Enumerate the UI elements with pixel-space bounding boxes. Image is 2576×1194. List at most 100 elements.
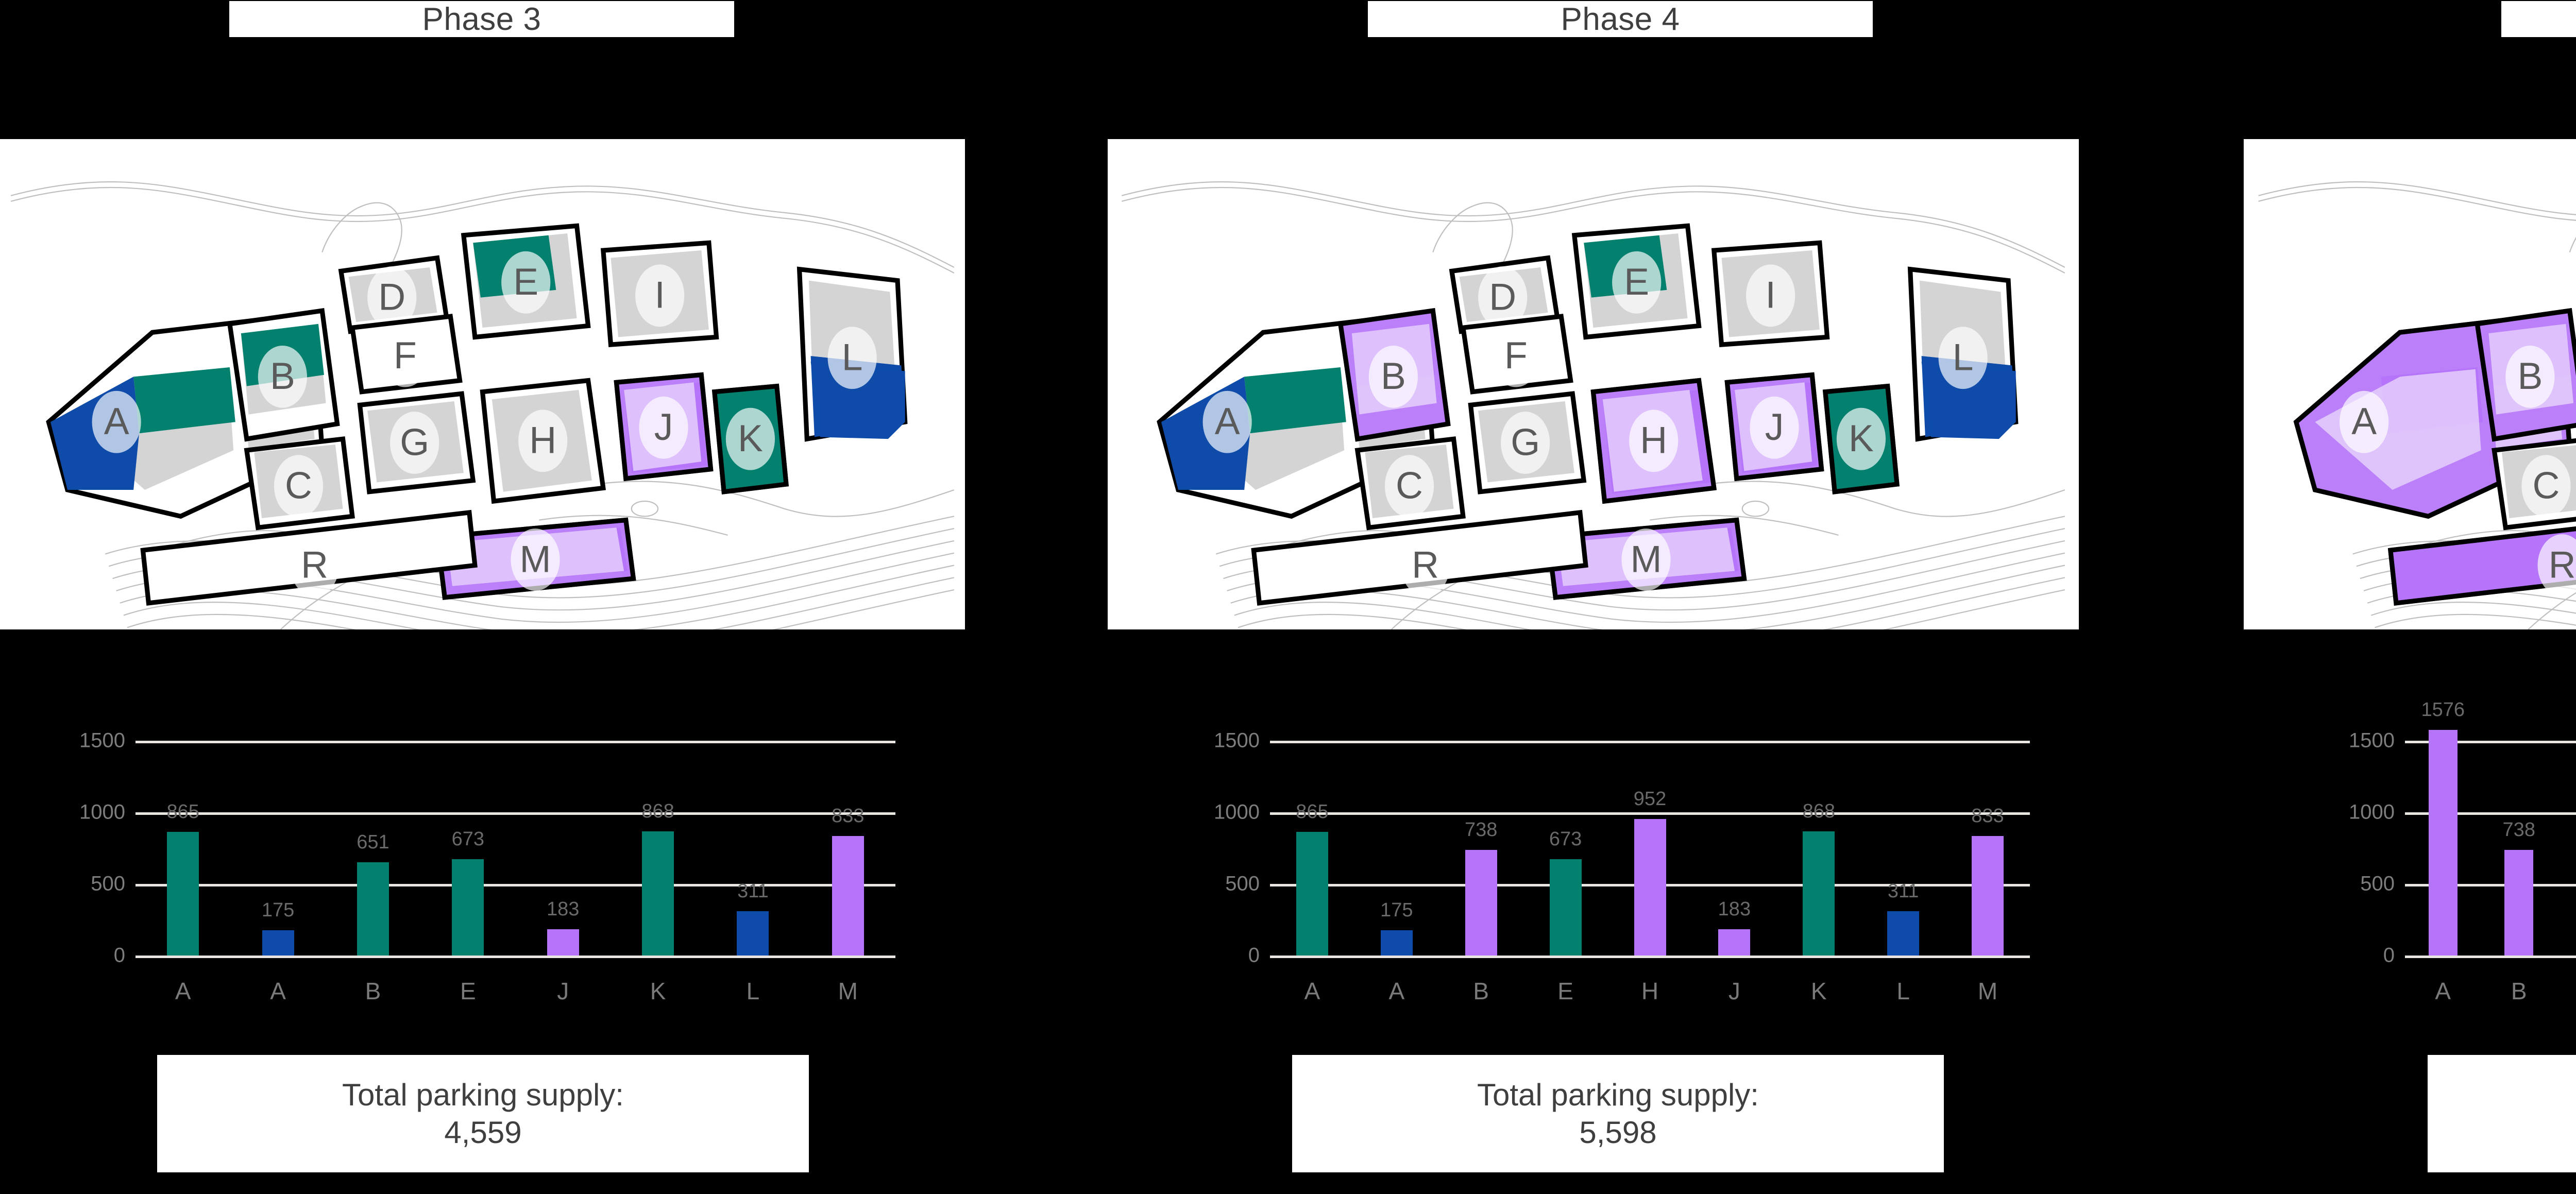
map-block-r[interactable]: R <box>2387 513 2576 606</box>
bar-K-6[interactable] <box>1803 831 1835 956</box>
map-block-g[interactable]: G <box>1468 391 1587 494</box>
bar-J-5[interactable] <box>1718 929 1751 956</box>
map-block-label-h: H <box>1640 419 1667 462</box>
bar-K-5[interactable] <box>642 831 674 956</box>
bar-value-label-7: 833 <box>832 805 865 827</box>
bar-A-1[interactable] <box>1380 930 1413 956</box>
map-block-j[interactable]: J <box>1724 372 1824 482</box>
map-block-label-l: L <box>842 336 863 379</box>
bar-value-label-3: 673 <box>1549 828 1582 850</box>
x-axis-label-2: E <box>2549 977 2576 1005</box>
phase-3-title: Phase 3 <box>422 1 541 37</box>
x-axis-label-4: J <box>557 978 569 1004</box>
bar-L-7[interactable] <box>1887 911 1920 956</box>
map-block-i[interactable]: I <box>1711 240 1830 347</box>
map-block-label-c: C <box>2533 465 2560 507</box>
map-block-label-c: C <box>1396 465 1423 507</box>
bar-value-label-1: 175 <box>261 899 295 922</box>
x-axis-label-5: K <box>650 978 666 1004</box>
bar-value-label-2: 651 <box>357 831 389 854</box>
map-block-label-r: R <box>301 543 328 586</box>
map-block-b[interactable]: B <box>227 308 340 442</box>
x-axis-label-0: A <box>1304 978 1320 1004</box>
map-block-b[interactable]: B <box>2475 308 2576 442</box>
map-block-k[interactable]: K <box>711 383 789 494</box>
map-block-m[interactable]: M <box>434 517 636 600</box>
map-block-c[interactable]: C <box>244 436 355 531</box>
gridline-0 <box>135 956 895 958</box>
map-block-label-a: A <box>104 400 129 442</box>
map-block-l[interactable]: L <box>1907 266 2019 442</box>
bar-A-1[interactable] <box>262 930 294 956</box>
bar-B-2[interactable] <box>357 862 389 956</box>
map-block-label-f: F <box>394 334 417 377</box>
map-block-label-e: E <box>513 261 538 303</box>
gridline-1000 <box>2405 812 2576 815</box>
bar-value-label-0: 865 <box>1296 800 1329 823</box>
bar-A-0[interactable] <box>1296 831 1328 956</box>
bar-value-label-4: 183 <box>546 898 580 920</box>
map-block-label-d: D <box>378 276 405 318</box>
bar-B-2[interactable] <box>1465 849 1497 956</box>
map-block-label-k: K <box>738 417 763 459</box>
bar-M-7[interactable] <box>832 836 864 956</box>
map-block-h[interactable]: H <box>480 378 606 504</box>
map-block-b[interactable]: B <box>1337 308 1451 442</box>
phase-4-title: Phase 4 <box>1561 1 1680 37</box>
map-block-label-l: L <box>1953 336 1974 379</box>
bar-E-3[interactable] <box>1549 859 1582 956</box>
map-block-h[interactable]: H <box>1590 378 1717 504</box>
y-axis-tick-500: 500 <box>91 872 125 895</box>
bar-B-1[interactable] <box>2504 849 2534 956</box>
map-block-d[interactable]: D <box>338 255 450 334</box>
y-axis-tick-0: 0 <box>1248 944 1260 967</box>
map-block-c[interactable]: C <box>1354 436 1466 531</box>
y-axis-tick-0: 0 <box>113 944 125 967</box>
phase-4-total-label: Total parking supply: <box>1477 1077 1759 1112</box>
map-block-k[interactable]: K <box>1822 383 1900 494</box>
map-block-g[interactable]: G <box>357 391 476 494</box>
bar-J-4[interactable] <box>547 929 579 956</box>
phase-5-chart: 0500100015001576A738B673E952H356I135J170… <box>2244 0 2576 1194</box>
map-block-i[interactable]: I <box>600 240 719 347</box>
map-block-l[interactable]: L <box>796 266 908 442</box>
bar-value-label-2: 673 <box>2549 828 2576 850</box>
phase-3-total-box: Total parking supply: 4,559 <box>157 1055 809 1172</box>
map-block-f[interactable]: F <box>1460 314 1573 395</box>
map-block-e[interactable]: E <box>1571 223 1702 340</box>
map-block-c[interactable]: C <box>2492 438 2576 531</box>
map-block-r[interactable]: R <box>140 509 478 606</box>
bar-A-0[interactable] <box>167 831 199 956</box>
y-axis-tick-500: 500 <box>1225 872 1260 895</box>
gridline-0 <box>1270 956 2030 958</box>
map-block-label-m: M <box>520 538 551 580</box>
bar-A-0[interactable] <box>2428 729 2458 956</box>
x-axis-label-2: B <box>1473 978 1489 1004</box>
phase-5-total-box: Total parking supply: 6,218 <box>2428 1055 2576 1172</box>
gridline-1500 <box>2405 741 2576 743</box>
map-block-m[interactable]: M <box>1545 517 1747 600</box>
bar-L-6[interactable] <box>737 911 769 956</box>
map-block-label-k: K <box>1849 417 1874 459</box>
bar-value-label-5: 868 <box>641 800 674 822</box>
map-block-label-f: F <box>1504 334 1528 377</box>
map-block-j[interactable]: J <box>614 372 714 482</box>
bar-M-8[interactable] <box>1972 836 2004 956</box>
bar-value-label-0: 1576 <box>2421 698 2465 721</box>
map-block-r[interactable]: R <box>1251 509 1588 606</box>
bar-H-4[interactable] <box>1634 819 1666 956</box>
x-axis-label-8: M <box>1977 978 1998 1004</box>
phase-4-total-value: 5,598 <box>1579 1115 1657 1150</box>
map-block-f[interactable]: F <box>349 314 463 395</box>
map-block-d[interactable]: D <box>1449 255 1561 334</box>
y-axis-tick-1500: 1500 <box>1214 729 1260 752</box>
bar-E-3[interactable] <box>452 859 484 956</box>
map-block-label-b: B <box>2517 355 2543 397</box>
bar-value-label-6: 311 <box>737 880 769 902</box>
phase-5-title-box: Phase 5 <box>2501 1 2576 37</box>
map-block-e[interactable]: E <box>461 223 591 340</box>
